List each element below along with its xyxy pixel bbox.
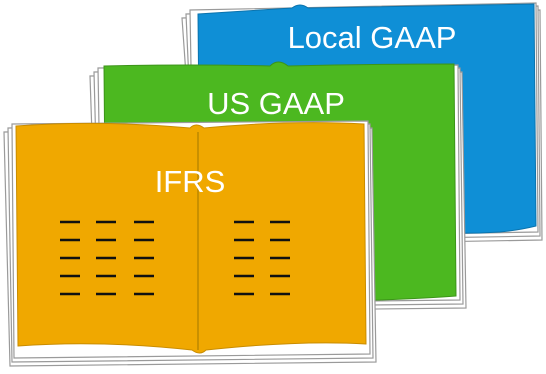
ifrs-label: IFRS: [155, 164, 226, 199]
local-gaap-label: Local GAAP: [288, 20, 457, 55]
book-ifrs: IFRS: [3, 120, 377, 367]
ifrs-cover: [15, 122, 367, 354]
ifrs-left-page-text: [60, 220, 154, 296]
ifrs-right-page-text: [234, 220, 290, 296]
us-gaap-label: US GAAP: [207, 86, 345, 121]
